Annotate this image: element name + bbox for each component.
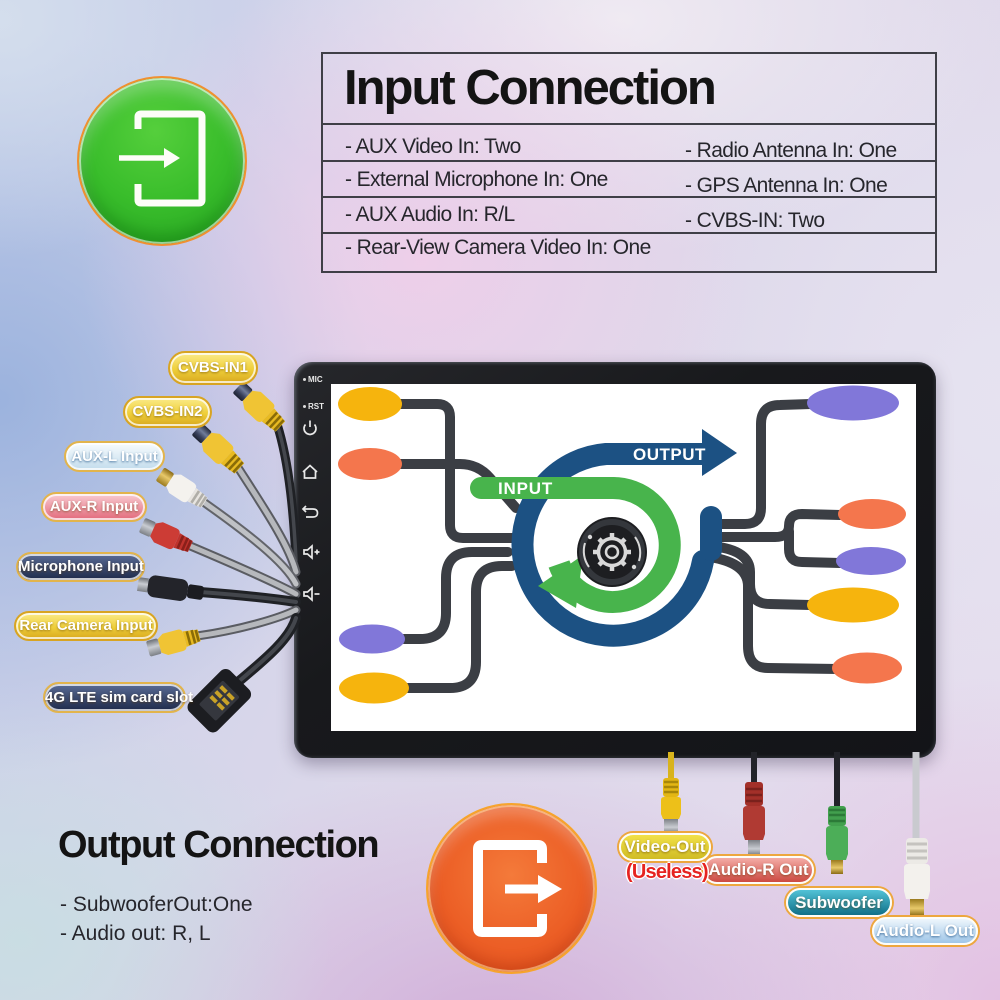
svg-text:INPUT: INPUT [498,479,553,498]
svg-text:OUTPUT: OUTPUT [633,445,706,464]
